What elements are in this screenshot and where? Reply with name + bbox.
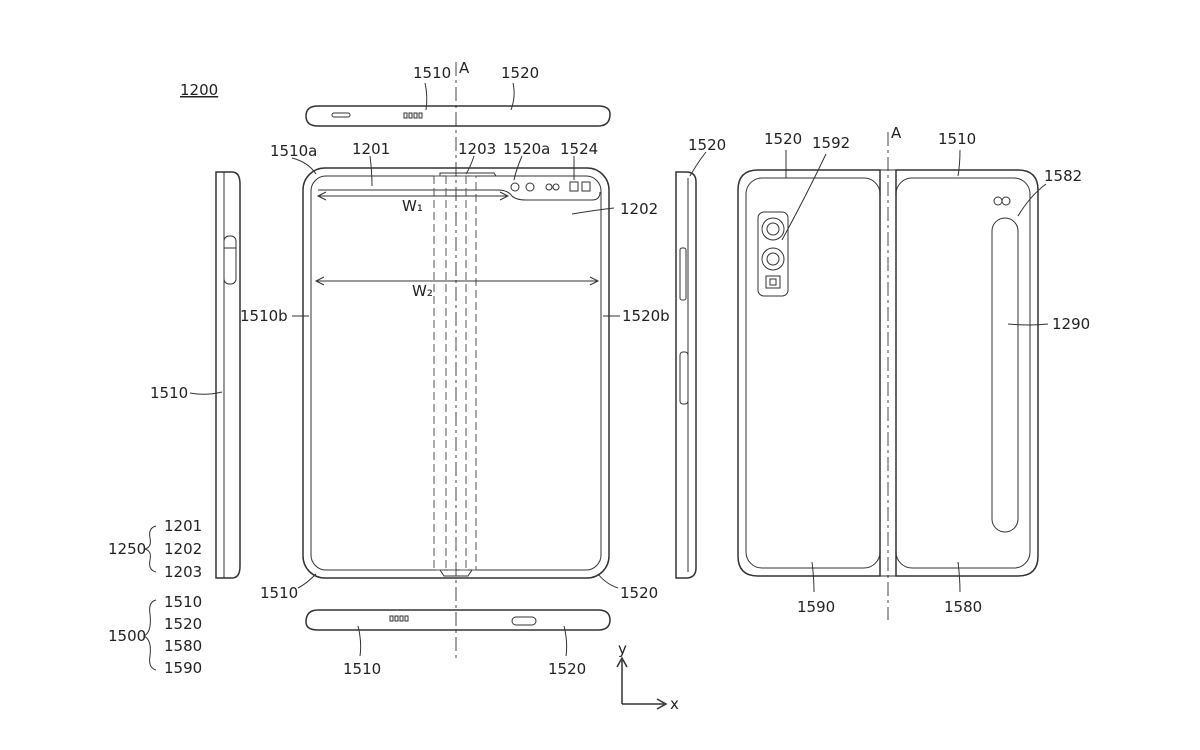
group-1500-member-1580: 1580	[164, 637, 202, 655]
back-view: A 1520 1592 1510 1582 1290	[737, 124, 1090, 620]
axis-label-a-back: A	[891, 124, 902, 142]
front-view: W₁ W₂ 1510a 1201 1203 1520a 1524 1202 15…	[240, 140, 670, 602]
group-1500-member-1510: 1510	[164, 593, 202, 611]
back-label-1580: 1580	[944, 598, 982, 616]
bottom-view-label-1520: 1520	[548, 660, 586, 678]
front-label-1202: 1202	[620, 200, 658, 218]
left-side-view: 1510	[150, 171, 241, 579]
group-legend-1500: 1500 1510 1520 1580 1590	[108, 593, 202, 677]
front-label-1520b: 1520b	[622, 307, 670, 325]
back-label-1510: 1510	[938, 130, 976, 148]
group-legend-1250: 1250 1201 1202 1203	[108, 517, 202, 581]
front-label-1520a: 1520a	[503, 140, 550, 158]
width-label-w1: W₁	[402, 197, 423, 215]
axis-label-a-center: A	[459, 59, 470, 77]
coordinate-axes: y x	[616, 640, 679, 713]
width-label-w2: W₂	[412, 282, 433, 300]
front-label-1201: 1201	[352, 140, 390, 158]
front-label-1510a: 1510a	[270, 142, 317, 160]
group-1500-member-1520: 1520	[164, 615, 202, 633]
x-axis-label: x	[670, 695, 679, 713]
top-view: 1510 1520	[305, 64, 611, 127]
group-1500-member-1590: 1590	[164, 659, 202, 677]
back-label-1290: 1290	[1052, 315, 1090, 333]
front-label-1524: 1524	[560, 140, 598, 158]
group-1250-member-1203: 1203	[164, 563, 202, 581]
group-1250-member-1202: 1202	[164, 540, 202, 558]
front-label-1510: 1510	[260, 584, 298, 602]
front-label-1520: 1520	[620, 584, 658, 602]
bottom-view: 1510 1520	[305, 609, 611, 678]
group-1250-member-1201: 1201	[164, 517, 202, 535]
bottom-view-label-1510: 1510	[343, 660, 381, 678]
front-label-1510b: 1510b	[240, 307, 288, 325]
top-view-label-1510: 1510	[413, 64, 451, 82]
group-label-1250: 1250	[108, 540, 146, 558]
back-label-1590: 1590	[797, 598, 835, 616]
back-label-1582: 1582	[1044, 167, 1082, 185]
top-view-label-1520: 1520	[501, 64, 539, 82]
right-side-view: 1520	[675, 136, 726, 579]
right-view-label-1520: 1520	[688, 136, 726, 154]
figure-ref-label: 1200	[180, 81, 218, 99]
left-view-label-1510: 1510	[150, 384, 188, 402]
back-label-1592: 1592	[812, 134, 850, 152]
group-label-1500: 1500	[108, 627, 146, 645]
back-label-1520: 1520	[764, 130, 802, 148]
front-label-1203: 1203	[458, 140, 496, 158]
y-axis-label: y	[618, 640, 627, 658]
